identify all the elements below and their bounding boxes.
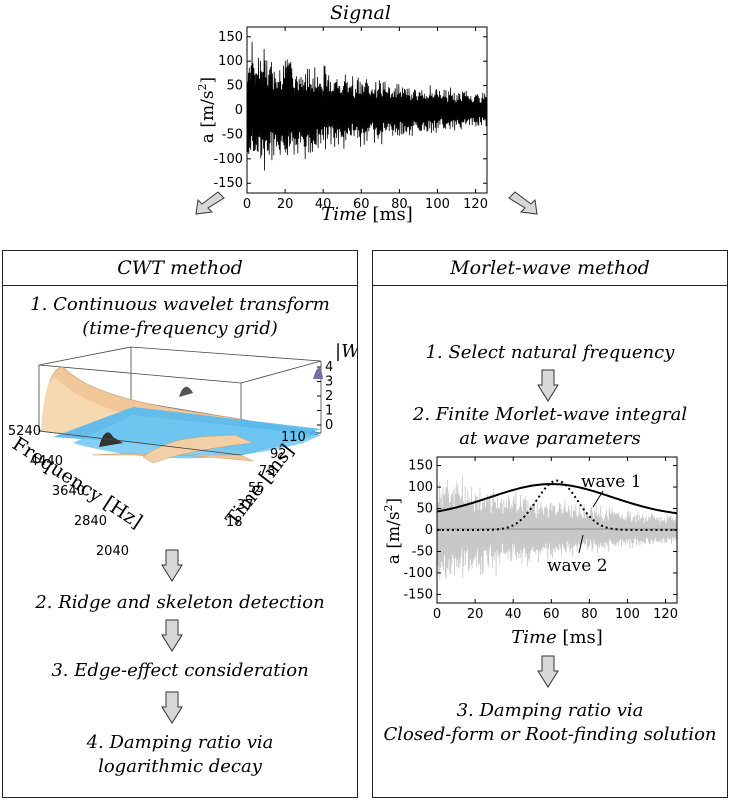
surface-zlabel: |Wf|2 bbox=[335, 339, 357, 362]
morlet-xtick-6: 120 bbox=[653, 607, 678, 622]
morlet-signal-trace bbox=[436, 476, 678, 582]
surface-freqtick-3: 2840 bbox=[74, 514, 107, 529]
cwt-panel: CWT method 1. Continuous wavelet transfo… bbox=[2, 250, 358, 798]
surface-timetick-0: 110 bbox=[281, 430, 306, 445]
cwt-arrow-1 bbox=[161, 549, 183, 582]
wave1-curve bbox=[436, 483, 678, 515]
signal-ytick-3: 0 bbox=[235, 103, 243, 118]
morlet-ytick-6: -150 bbox=[403, 587, 433, 602]
cwt-arrow-3 bbox=[161, 691, 183, 724]
arrow-left-down bbox=[195, 191, 225, 215]
signal-xtick-4: 80 bbox=[391, 197, 408, 212]
morlet-ytick-0: 150 bbox=[408, 459, 433, 474]
signal-ytick-1: 100 bbox=[218, 54, 243, 69]
signal-plot: 150 100 50 0 -50 -100 -150 0 20 40 60 80 100 120 a [… bbox=[196, 26, 488, 225]
signal-xtick-1: 20 bbox=[277, 197, 294, 212]
surface-ztick-4: 0 bbox=[325, 418, 333, 433]
signal-ytick-6: -150 bbox=[213, 176, 243, 191]
cwt-panel-title: CWT method bbox=[3, 251, 357, 286]
morlet-step2-line2: at wave parameters bbox=[459, 428, 641, 449]
morlet-xtick-2: 40 bbox=[505, 607, 522, 622]
signal-ytick-4: -50 bbox=[222, 127, 243, 142]
morlet-panel-title: Morlet-wave method bbox=[373, 251, 727, 286]
surface-ztick-1: 3 bbox=[325, 375, 333, 390]
surface-freqtick-1: 4440 bbox=[30, 454, 63, 469]
morlet-ytick-1: 100 bbox=[408, 480, 433, 495]
morlet-ytick-4: -50 bbox=[412, 544, 433, 559]
cwt-step4-line2: logarithmic decay bbox=[98, 756, 262, 777]
surface-ztick-3: 1 bbox=[325, 404, 333, 419]
morlet-ytick-3: 0 bbox=[425, 523, 433, 538]
signal-trace bbox=[246, 41, 488, 171]
morlet-panel: Morlet-wave method 1. Select natural fre… bbox=[372, 250, 728, 798]
arrow-right-down bbox=[508, 191, 538, 215]
signal-ytick-0: 150 bbox=[218, 30, 243, 45]
signal-xtick-5: 100 bbox=[425, 197, 450, 212]
morlet-arrow-1 bbox=[537, 369, 559, 402]
morlet-arrow-2 bbox=[537, 655, 559, 688]
signal-ylabel: a [m/s2] bbox=[196, 77, 218, 143]
signal-title: Signal bbox=[330, 2, 391, 24]
morlet-xtick-3: 60 bbox=[543, 607, 560, 622]
surface-ztick-0: 4 bbox=[325, 360, 333, 375]
cwt-step2: 2. Ridge and skeleton detection bbox=[35, 592, 325, 613]
morlet-step3-line2: Closed-form or Root-finding solution bbox=[383, 724, 717, 745]
cwt-step4-line1: 4. Damping ratio via bbox=[86, 732, 274, 753]
surface-timetick-2: 73 bbox=[259, 464, 276, 479]
surface-freqtick-2: 3640 bbox=[52, 484, 85, 499]
signal-ytick-5: -100 bbox=[213, 152, 243, 167]
signal-ytick-2: 50 bbox=[226, 79, 243, 94]
morlet-step1: 1. Select natural frequency bbox=[425, 342, 675, 363]
wave1-label: wave 1 bbox=[581, 472, 642, 492]
morlet-ytick-5: -100 bbox=[403, 566, 433, 581]
cwt-step1-line2: (time-frequency grid) bbox=[82, 318, 278, 339]
wave2-curve bbox=[437, 479, 677, 531]
morlet-ytick-2: 50 bbox=[416, 502, 433, 517]
morlet-plot: 150 100 50 0 -50 -100 -150 0 20 40 60 80 100 120 wav… bbox=[382, 456, 678, 648]
surface-timetick-4: 37 bbox=[237, 498, 254, 513]
surface-timetick-5: 18 bbox=[226, 515, 243, 530]
cwt-step1-line1: 1. Continuous wavelet transform bbox=[30, 294, 330, 315]
surface-timetick-3: 55 bbox=[248, 481, 265, 496]
signal-xtick-3: 60 bbox=[353, 197, 370, 212]
morlet-xtick-5: 100 bbox=[615, 607, 640, 622]
cwt-step3: 3. Edge-effect consideration bbox=[51, 660, 309, 681]
surface-timetick-1: 92 bbox=[270, 447, 287, 462]
morlet-xtick-1: 20 bbox=[467, 607, 484, 622]
surface-ztick-2: 2 bbox=[325, 389, 333, 404]
morlet-step3-line1: 3. Damping ratio via bbox=[456, 700, 644, 721]
morlet-xtick-0: 0 bbox=[433, 607, 441, 622]
signal-xtick-0: 0 bbox=[243, 197, 251, 212]
signal-xlabel: Time [ms] bbox=[321, 204, 413, 225]
surface-freqtick-4: 2040 bbox=[96, 544, 129, 559]
signal-xtick-2: 40 bbox=[315, 197, 332, 212]
morlet-xtick-4: 80 bbox=[581, 607, 598, 622]
surface-freqtick-0: 5240 bbox=[8, 424, 41, 439]
morlet-step2-line1: 2. Finite Morlet-wave integral bbox=[412, 404, 688, 425]
morlet-xlabel: Time [ms] bbox=[511, 627, 603, 648]
morlet-ylabel: a [m/s2] bbox=[382, 498, 404, 564]
signal-xtick-6: 120 bbox=[463, 197, 488, 212]
wave2-label: wave 2 bbox=[547, 556, 608, 576]
cwt-arrow-2 bbox=[161, 619, 183, 652]
